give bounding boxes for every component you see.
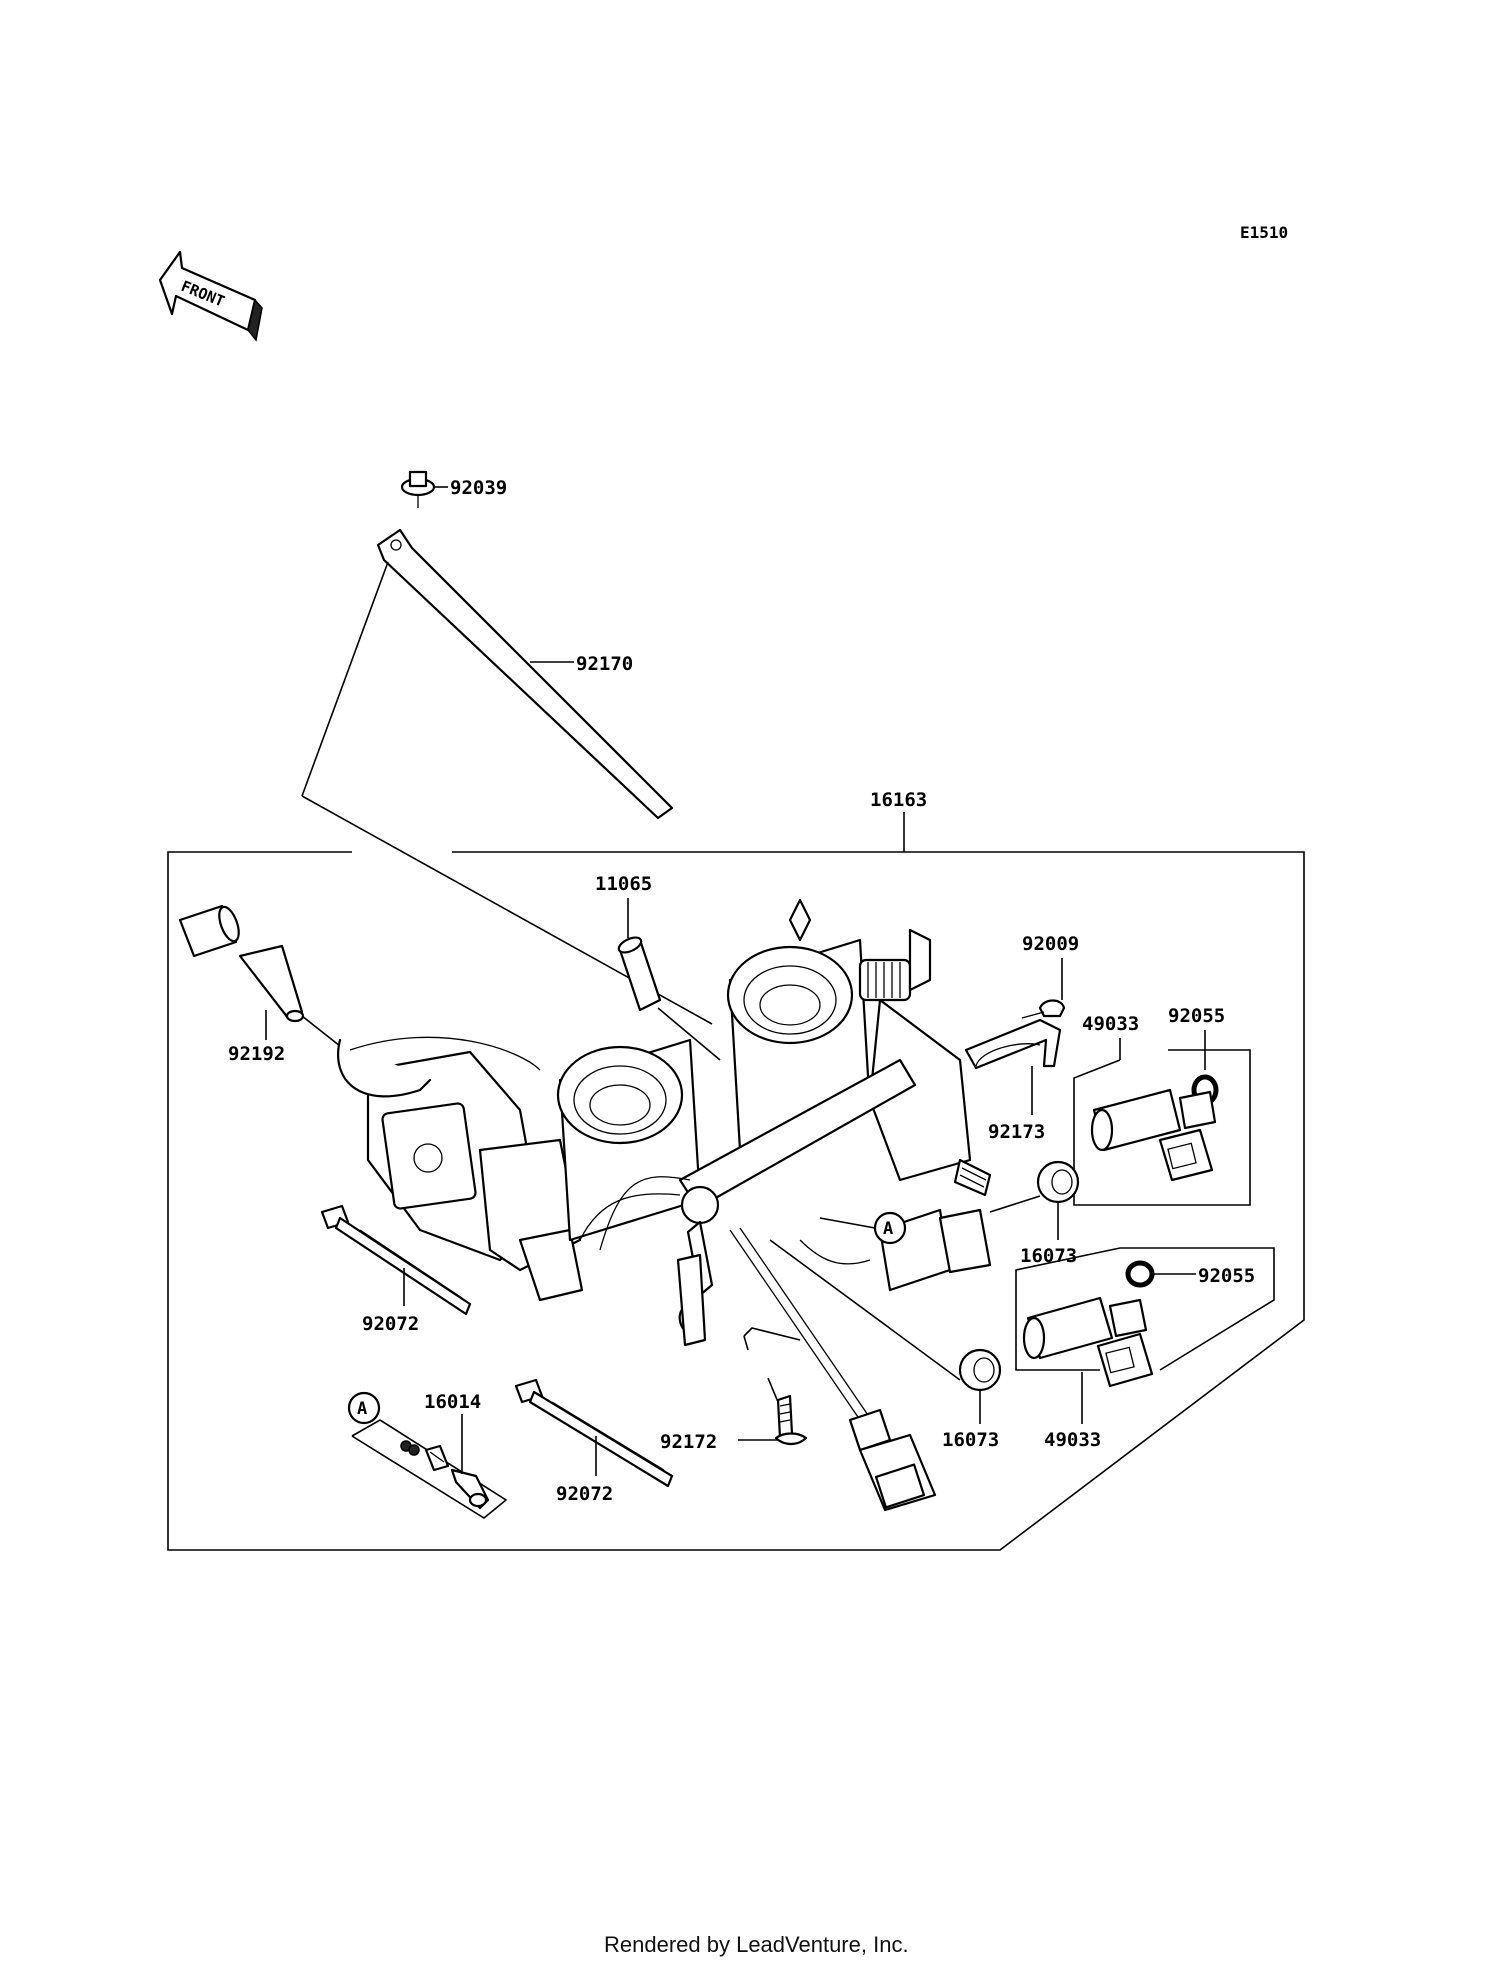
cable-tie-92072-bottom <box>514 1378 674 1488</box>
front-arrow-icon: FRONT <box>158 250 263 342</box>
seal-16073-top <box>1036 1160 1080 1204</box>
cap-11065 <box>617 936 662 1012</box>
seal-16073-bottom <box>958 1348 1002 1392</box>
diagram-code: E1510 <box>1240 223 1288 242</box>
label-92055-top: 92055 <box>1168 1005 1225 1027</box>
screw-92009 <box>1021 999 1066 1019</box>
injector-49033-top <box>1090 1088 1217 1182</box>
label-92055-bottom: 92055 <box>1198 1265 1255 1287</box>
label-92009: 92009 <box>1022 933 1079 955</box>
label-16073-top: 16073 <box>1020 1245 1077 1267</box>
label-16073-bottom: 16073 <box>942 1429 999 1451</box>
label-92192: 92192 <box>228 1043 285 1065</box>
label-92170: 92170 <box>576 653 633 675</box>
screw-92172 <box>774 1394 808 1446</box>
label-92039: 92039 <box>450 477 507 499</box>
label-11065: 11065 <box>595 873 652 895</box>
o-ring-92055-bottom <box>1125 1260 1155 1288</box>
label-92172: 92172 <box>660 1431 717 1453</box>
strap-92170 <box>376 528 674 820</box>
cable-tie-92072-left <box>320 1204 472 1316</box>
label-16163: 16163 <box>870 789 927 811</box>
label-49033-top: 49033 <box>1082 1013 1139 1035</box>
callout-a-kit: A <box>357 1399 367 1419</box>
injector-49033-bottom <box>1022 1296 1154 1388</box>
label-92072-bottom: 92072 <box>556 1483 613 1505</box>
label-16014: 16014 <box>424 1391 481 1413</box>
throttle-body-assembly: A <box>337 898 992 1512</box>
bolt-92039 <box>400 470 436 508</box>
hose-92192 <box>178 904 305 1023</box>
clamp-92173 <box>964 1018 1062 1070</box>
screw-kit-16014 <box>400 1440 490 1510</box>
assembly-frame-16163 <box>167 812 1305 1551</box>
label-49033-bottom: 49033 <box>1044 1429 1101 1451</box>
label-92072-left: 92072 <box>362 1313 419 1335</box>
callout-a-assembly: A <box>883 1219 893 1239</box>
label-92173: 92173 <box>988 1121 1045 1143</box>
footer-credit: Rendered by LeadVenture, Inc. <box>604 1932 909 1957</box>
